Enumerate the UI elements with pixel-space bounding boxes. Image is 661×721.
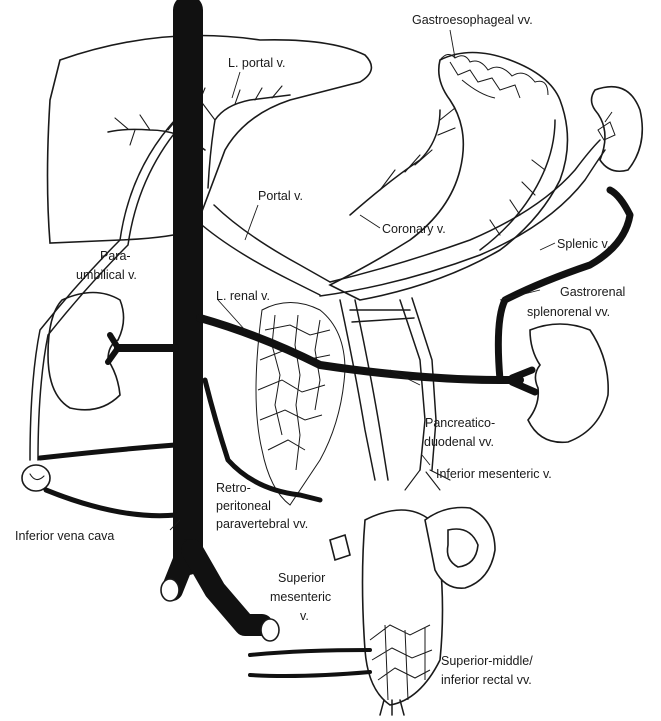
umbilicus bbox=[22, 465, 50, 491]
label-retro-1: Retro- bbox=[216, 481, 251, 495]
label-retro-2: peritoneal bbox=[216, 499, 271, 513]
label-l-renal: L. renal v. bbox=[216, 289, 270, 303]
label-pancreatico-1: Pancreatico- bbox=[425, 416, 495, 430]
label-gastrorenal-2: splenorenal vv. bbox=[527, 305, 610, 319]
label-coronary: Coronary v. bbox=[382, 222, 446, 236]
label-l-portal: L. portal v. bbox=[228, 56, 285, 70]
label-rectal-1: Superior-middle/ bbox=[441, 654, 533, 668]
label-retro-3: paravertebral vv. bbox=[216, 517, 308, 531]
pancreaticoduodenal-network bbox=[256, 303, 345, 506]
label-ivc: Inferior vena cava bbox=[15, 529, 114, 543]
label-splenic: Splenic v. bbox=[557, 237, 610, 251]
stomach bbox=[330, 53, 568, 301]
label-superior-mesenteric-3: v. bbox=[300, 609, 309, 623]
liver bbox=[48, 36, 372, 244]
label-portal: Portal v. bbox=[258, 189, 303, 203]
label-superior-mesenteric-2: mesenteric bbox=[270, 590, 331, 604]
label-rectal-2: inferior rectal vv. bbox=[441, 673, 532, 687]
left-kidney bbox=[528, 324, 608, 442]
label-paraumbilical-1: Para- bbox=[100, 249, 131, 263]
label-gastrorenal-1: Gastrorenal bbox=[560, 285, 625, 299]
label-superior-mesenteric-1: Superior bbox=[278, 571, 325, 585]
label-paraumbilical-2: umbilical v. bbox=[76, 268, 137, 282]
label-inferior-mesenteric: Inferior mesenteric v. bbox=[436, 467, 552, 481]
label-gastroesophageal: Gastroesophageal vv. bbox=[412, 13, 533, 27]
label-pancreatico-2: duodenal vv. bbox=[424, 435, 494, 449]
